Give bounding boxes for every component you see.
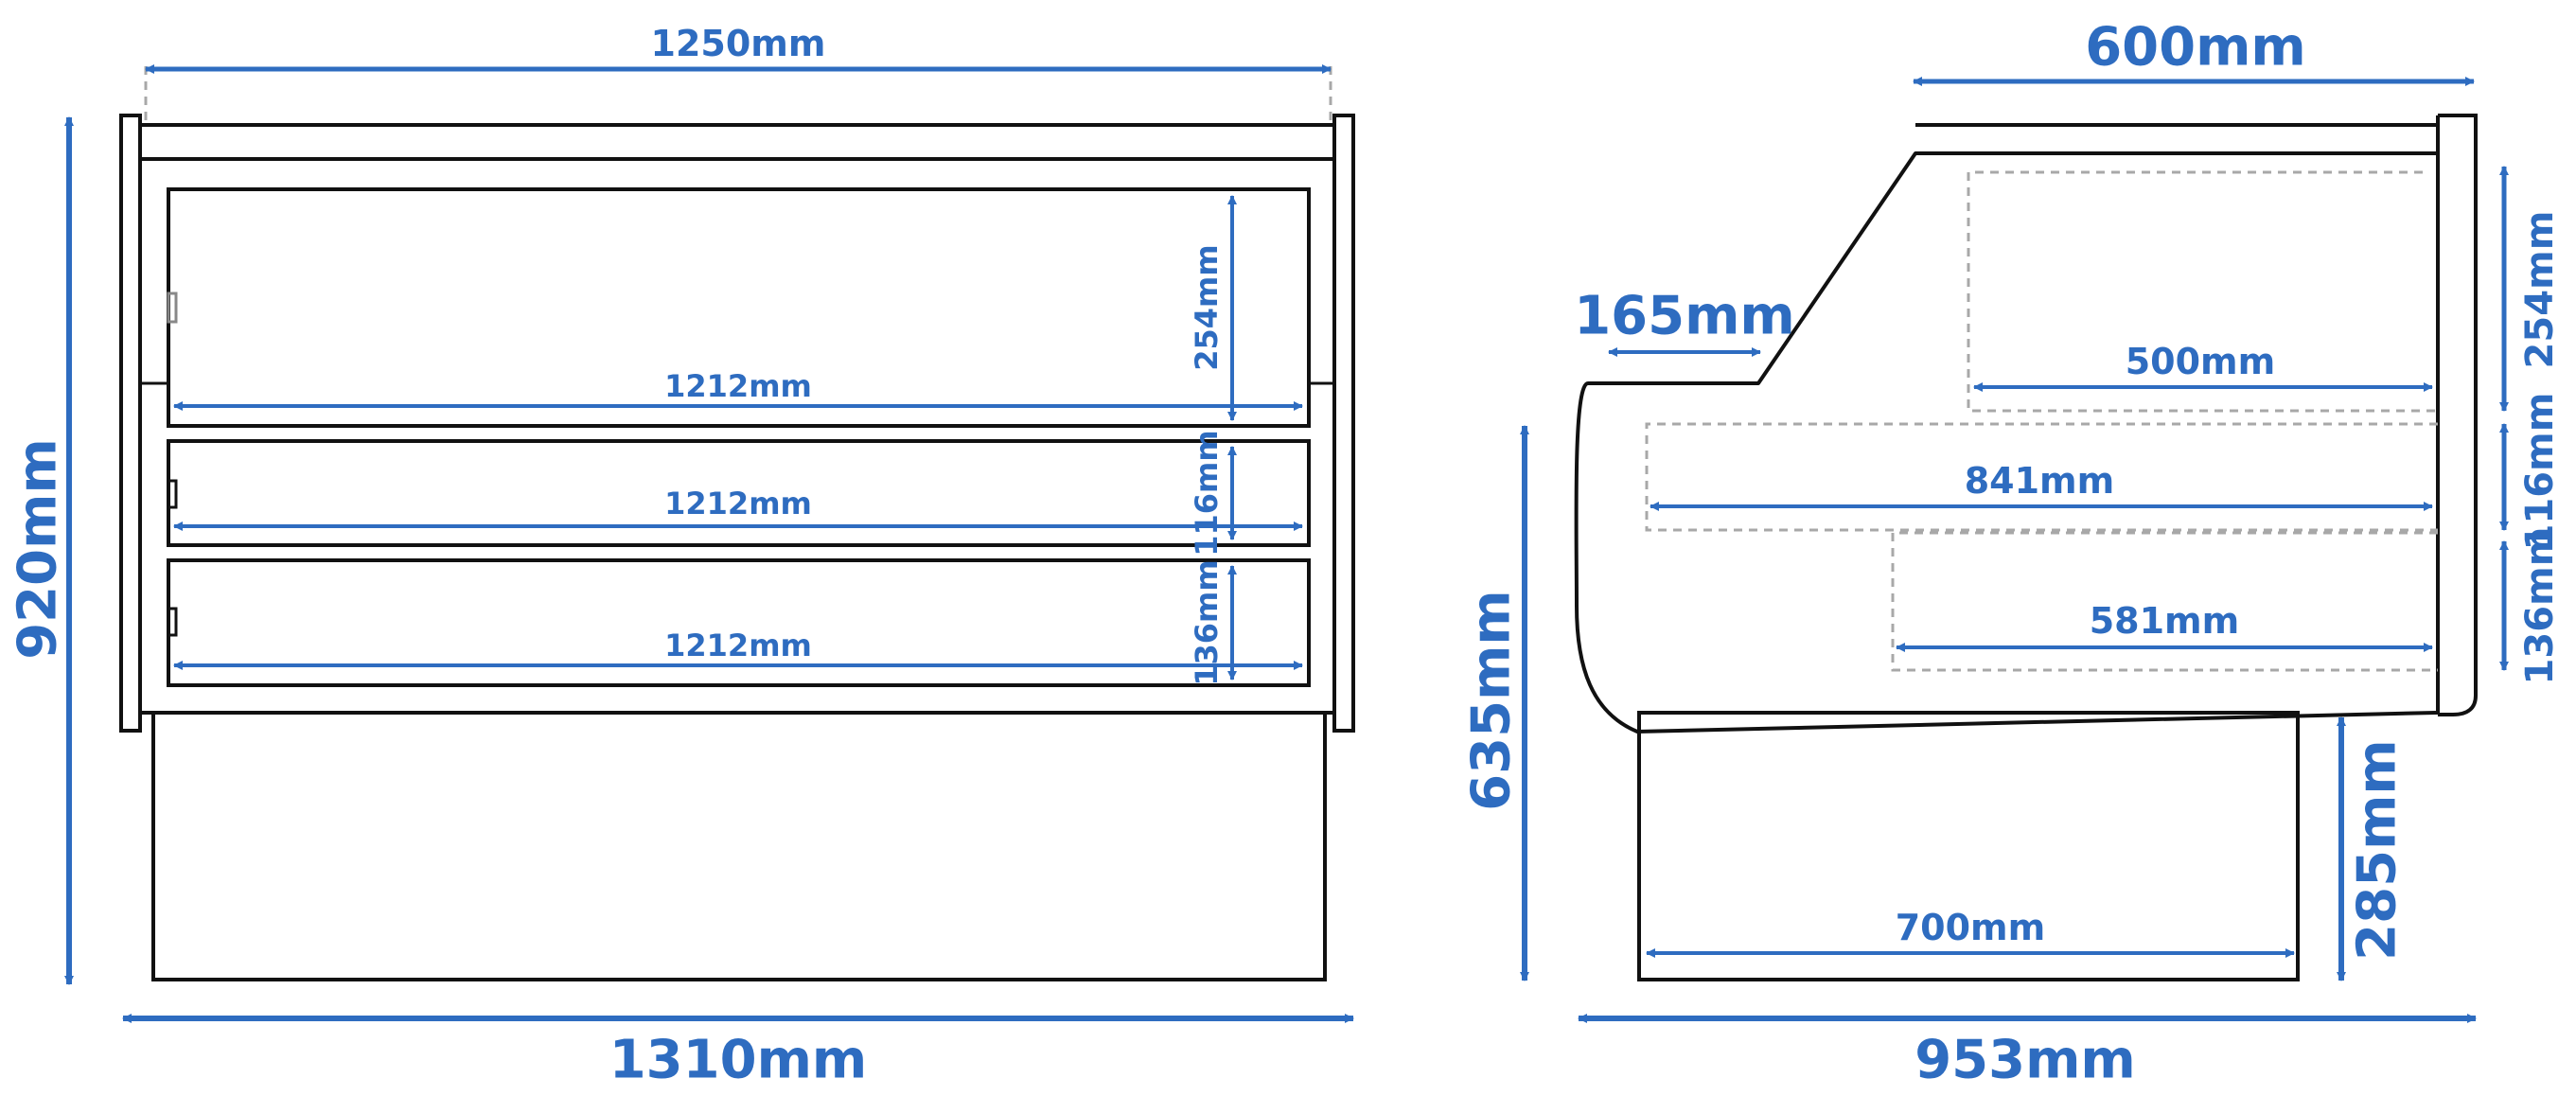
top-depth-label: 600mm <box>2085 17 2306 79</box>
base-height-label: 285mm <box>2347 739 2408 961</box>
shelf-top-width-label: 1212mm <box>664 368 812 404</box>
side-view-dimensions: 600mm 165mm 500mm 841mm 581mm 700mm 953mm 635mm… <box>1461 17 2563 1091</box>
top-canopy <box>138 123 1336 161</box>
overall-height-label: 920mm <box>8 438 69 660</box>
side-base-cabinet <box>1637 711 2300 981</box>
shelf-middle-height-label: 116mm <box>1189 430 1225 556</box>
cabinet-height-label: 635mm <box>1461 590 1523 811</box>
shelf-middle-width-label: 1212mm <box>664 486 812 521</box>
front-ledge-label: 165mm <box>1574 286 1795 347</box>
upper-shelf-outline <box>1967 170 2438 413</box>
front-view-dimensions: 1250mm 1310mm 920mm 1212mm 1212mm 1212mm 254mm… <box>8 23 1354 1091</box>
upper-height-label: 254mm <box>2518 211 2562 369</box>
lower-shelf-outline <box>1891 531 2438 672</box>
right-end-panel <box>1332 114 1355 733</box>
side-view-outline <box>1574 114 2478 981</box>
middle-shelf-depth-label: 841mm <box>1965 460 2115 502</box>
upper-door-handle <box>167 292 178 324</box>
upper-shelf-depth-label: 500mm <box>2126 341 2276 382</box>
top-width-label: 1250mm <box>651 23 826 64</box>
rear-panel <box>2438 114 2478 716</box>
lower-door-handle <box>167 607 178 637</box>
shelf-bottom-width-label: 1212mm <box>664 628 812 663</box>
shelf-bottom-height-label: 136mm <box>1189 559 1225 685</box>
middle-height-label: 116mm <box>2518 393 2562 551</box>
overall-depth-label: 953mm <box>1914 1030 2136 1091</box>
side-view: 600mm 165mm 500mm 841mm 581mm 700mm 953mm 635mm… <box>1461 17 2563 1091</box>
middle-shelf-outline <box>1645 422 2438 532</box>
base-depth-label: 700mm <box>1896 907 2046 948</box>
front-view-outline <box>119 66 1355 981</box>
shelf-top-height-label: 254mm <box>1189 244 1225 370</box>
base-cabinet <box>151 711 1327 981</box>
lower-shelf-depth-label: 581mm <box>2090 600 2240 642</box>
lower-height-label: 136mm <box>2518 527 2562 685</box>
front-view: 1250mm 1310mm 920mm 1212mm 1212mm 1212mm 254mm… <box>8 23 1355 1091</box>
overall-width-label: 1310mm <box>609 1030 868 1091</box>
middle-door-handle <box>167 479 178 509</box>
cabinet-profile <box>1574 123 2440 734</box>
left-end-panel <box>119 114 142 733</box>
